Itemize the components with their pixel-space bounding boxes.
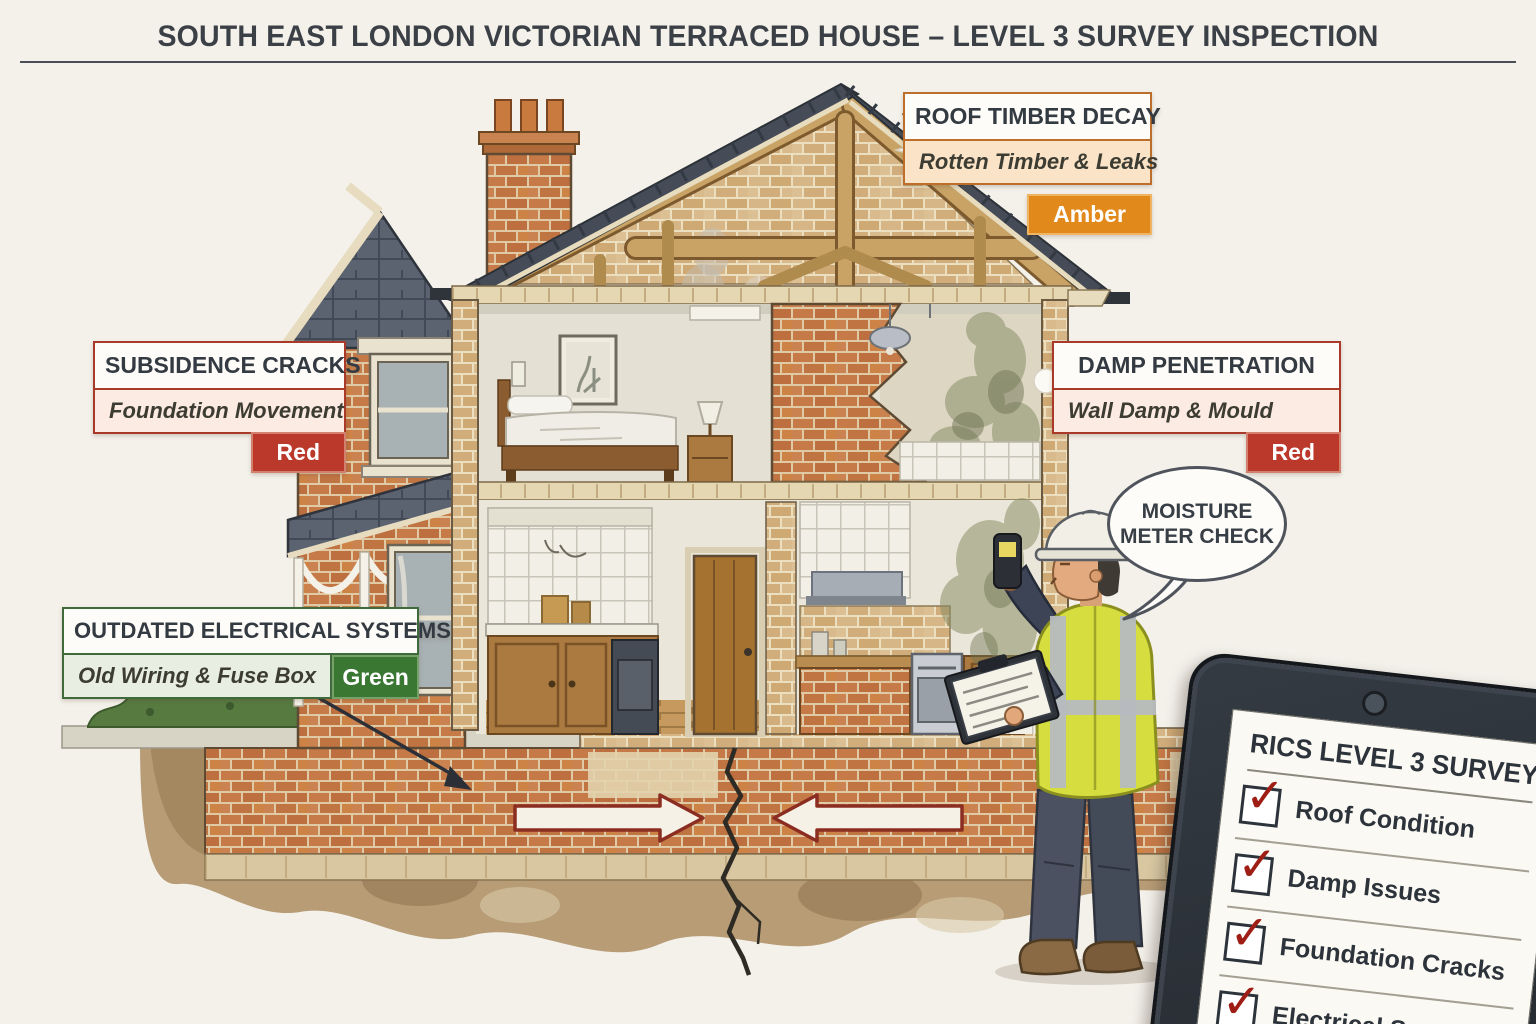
check-icon: ✓ <box>1244 767 1286 825</box>
bathroom-damp <box>869 304 1041 481</box>
ground-floor <box>476 498 1042 737</box>
speech-line: METER CHECK <box>1119 525 1274 548</box>
pressure-arrow-right <box>772 793 964 843</box>
rating-badge-red: Red <box>1245 432 1341 473</box>
tablet-screen: RICS LEVEL 3 SURVEY ✓ Roof Condition ✓ D… <box>1187 708 1536 1024</box>
callout-electrical-systems: OUTDATED ELECTRICAL SYSTEMS Old Wiring &… <box>62 607 451 699</box>
callout-damp-penetration: DAMP PENETRATION Wall Damp & Mould Red <box>1052 341 1341 473</box>
door <box>692 554 758 736</box>
callout-title: DAMP PENETRATION <box>1052 341 1341 390</box>
check-icon: ✓ <box>1221 973 1262 1024</box>
speech-bubble: MOISTURE METER CHECK <box>1107 466 1287 582</box>
check-icon: ✓ <box>1236 836 1278 893</box>
cutaway-wall-left <box>451 299 479 731</box>
checklist-label: Foundation Cracks <box>1278 932 1507 987</box>
surveyor <box>944 509 1185 985</box>
foundation-crack <box>720 747 752 976</box>
electrical-leader-arrow <box>297 684 472 790</box>
checkbox-checked: ✓ <box>1238 768 1285 828</box>
callout-subtitle: Rotten Timber & Leaks <box>903 141 1158 185</box>
callout-subsidence-cracks: SUBSIDENCE CRACKS Foundation Movement Re… <box>93 341 361 473</box>
callout-title: ROOF TIMBER DECAY <box>903 92 1161 141</box>
rating-badge-green: Green <box>332 655 419 699</box>
checkbox-checked: ✓ <box>1223 905 1270 965</box>
checklist-label: Electrical Systems <box>1270 1001 1494 1024</box>
tablet-checklist: RICS LEVEL 3 SURVEY ✓ Roof Condition ✓ D… <box>1130 650 1536 1024</box>
speech-line: MOISTURE <box>1141 499 1253 523</box>
callout-subtitle: Wall Damp & Mould <box>1052 390 1341 434</box>
callout-subtitle: Old Wiring & Fuse Box <box>62 655 333 699</box>
rating-badge-amber: Amber <box>1027 194 1152 235</box>
rating-badge-red: Red <box>250 432 346 473</box>
callout-title: SUBSIDENCE CRACKS <box>93 341 361 390</box>
first-floor <box>451 302 1069 501</box>
checkbox-checked: ✓ <box>1215 974 1262 1024</box>
tablet-camera-icon <box>1360 689 1389 718</box>
checkbox-checked: ✓ <box>1230 836 1278 897</box>
pressure-arrow-left <box>513 793 705 843</box>
clipboard <box>944 649 1060 745</box>
checklist-label: Roof Condition <box>1294 795 1477 844</box>
bedroom <box>497 305 761 483</box>
callout-title: OUTDATED ELECTRICAL SYSTEMS <box>62 607 451 655</box>
kitchen-front <box>485 507 765 737</box>
checklist-label: Damp Issues <box>1286 864 1443 910</box>
callout-subtitle: Foundation Movement <box>93 390 346 434</box>
check-icon: ✓ <box>1229 905 1270 962</box>
page-title: SOUTH EAST LONDON VICTORIAN TERRACED HOU… <box>157 20 1379 53</box>
title-divider <box>20 61 1516 63</box>
callout-roof-timber-decay: ROOF TIMBER DECAY Rotten Timber & Leaks … <box>903 92 1161 235</box>
